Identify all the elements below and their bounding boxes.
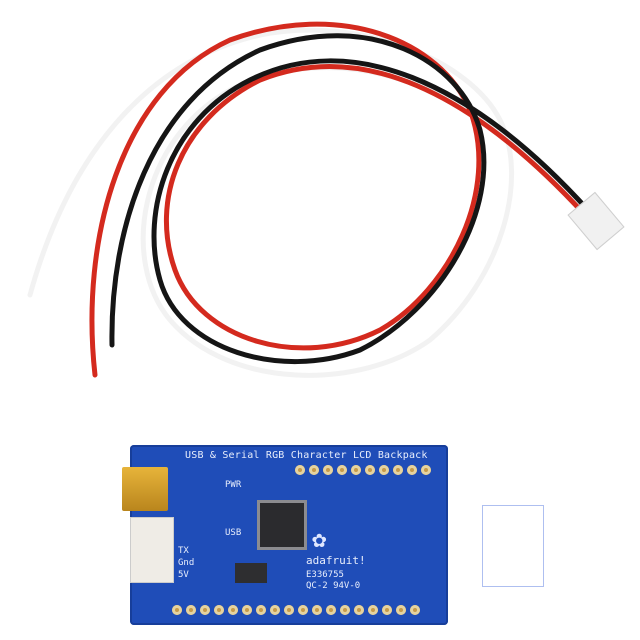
jst-label-5v: 5V — [178, 570, 189, 580]
mini-usb-port — [122, 467, 168, 511]
top-pin-header — [295, 465, 431, 475]
isp-header — [482, 505, 544, 587]
lcd-backpack-pcb: USB & Serial RGB Character LCD Backpack … — [122, 445, 544, 625]
usb-label: USB — [225, 528, 242, 538]
pwr-label: PWR — [225, 480, 242, 490]
bottom-pin-header — [172, 605, 420, 615]
microcontroller-chip — [260, 503, 304, 547]
board-title: USB & Serial RGB Character LCD Backpack — [185, 450, 428, 461]
brand-label: adafruit! — [306, 554, 366, 567]
voltage-regulator — [235, 563, 267, 583]
adafruit-star-logo: ✿ — [312, 525, 327, 553]
cert-label-2: QC-2 94V-0 — [306, 581, 361, 591]
cert-label: E336755 — [306, 570, 344, 580]
jst-socket — [130, 517, 174, 583]
cable-wires — [27, 21, 593, 378]
jst-label-tx: TX — [178, 546, 189, 556]
jst-label-gnd: Gnd — [178, 558, 195, 568]
